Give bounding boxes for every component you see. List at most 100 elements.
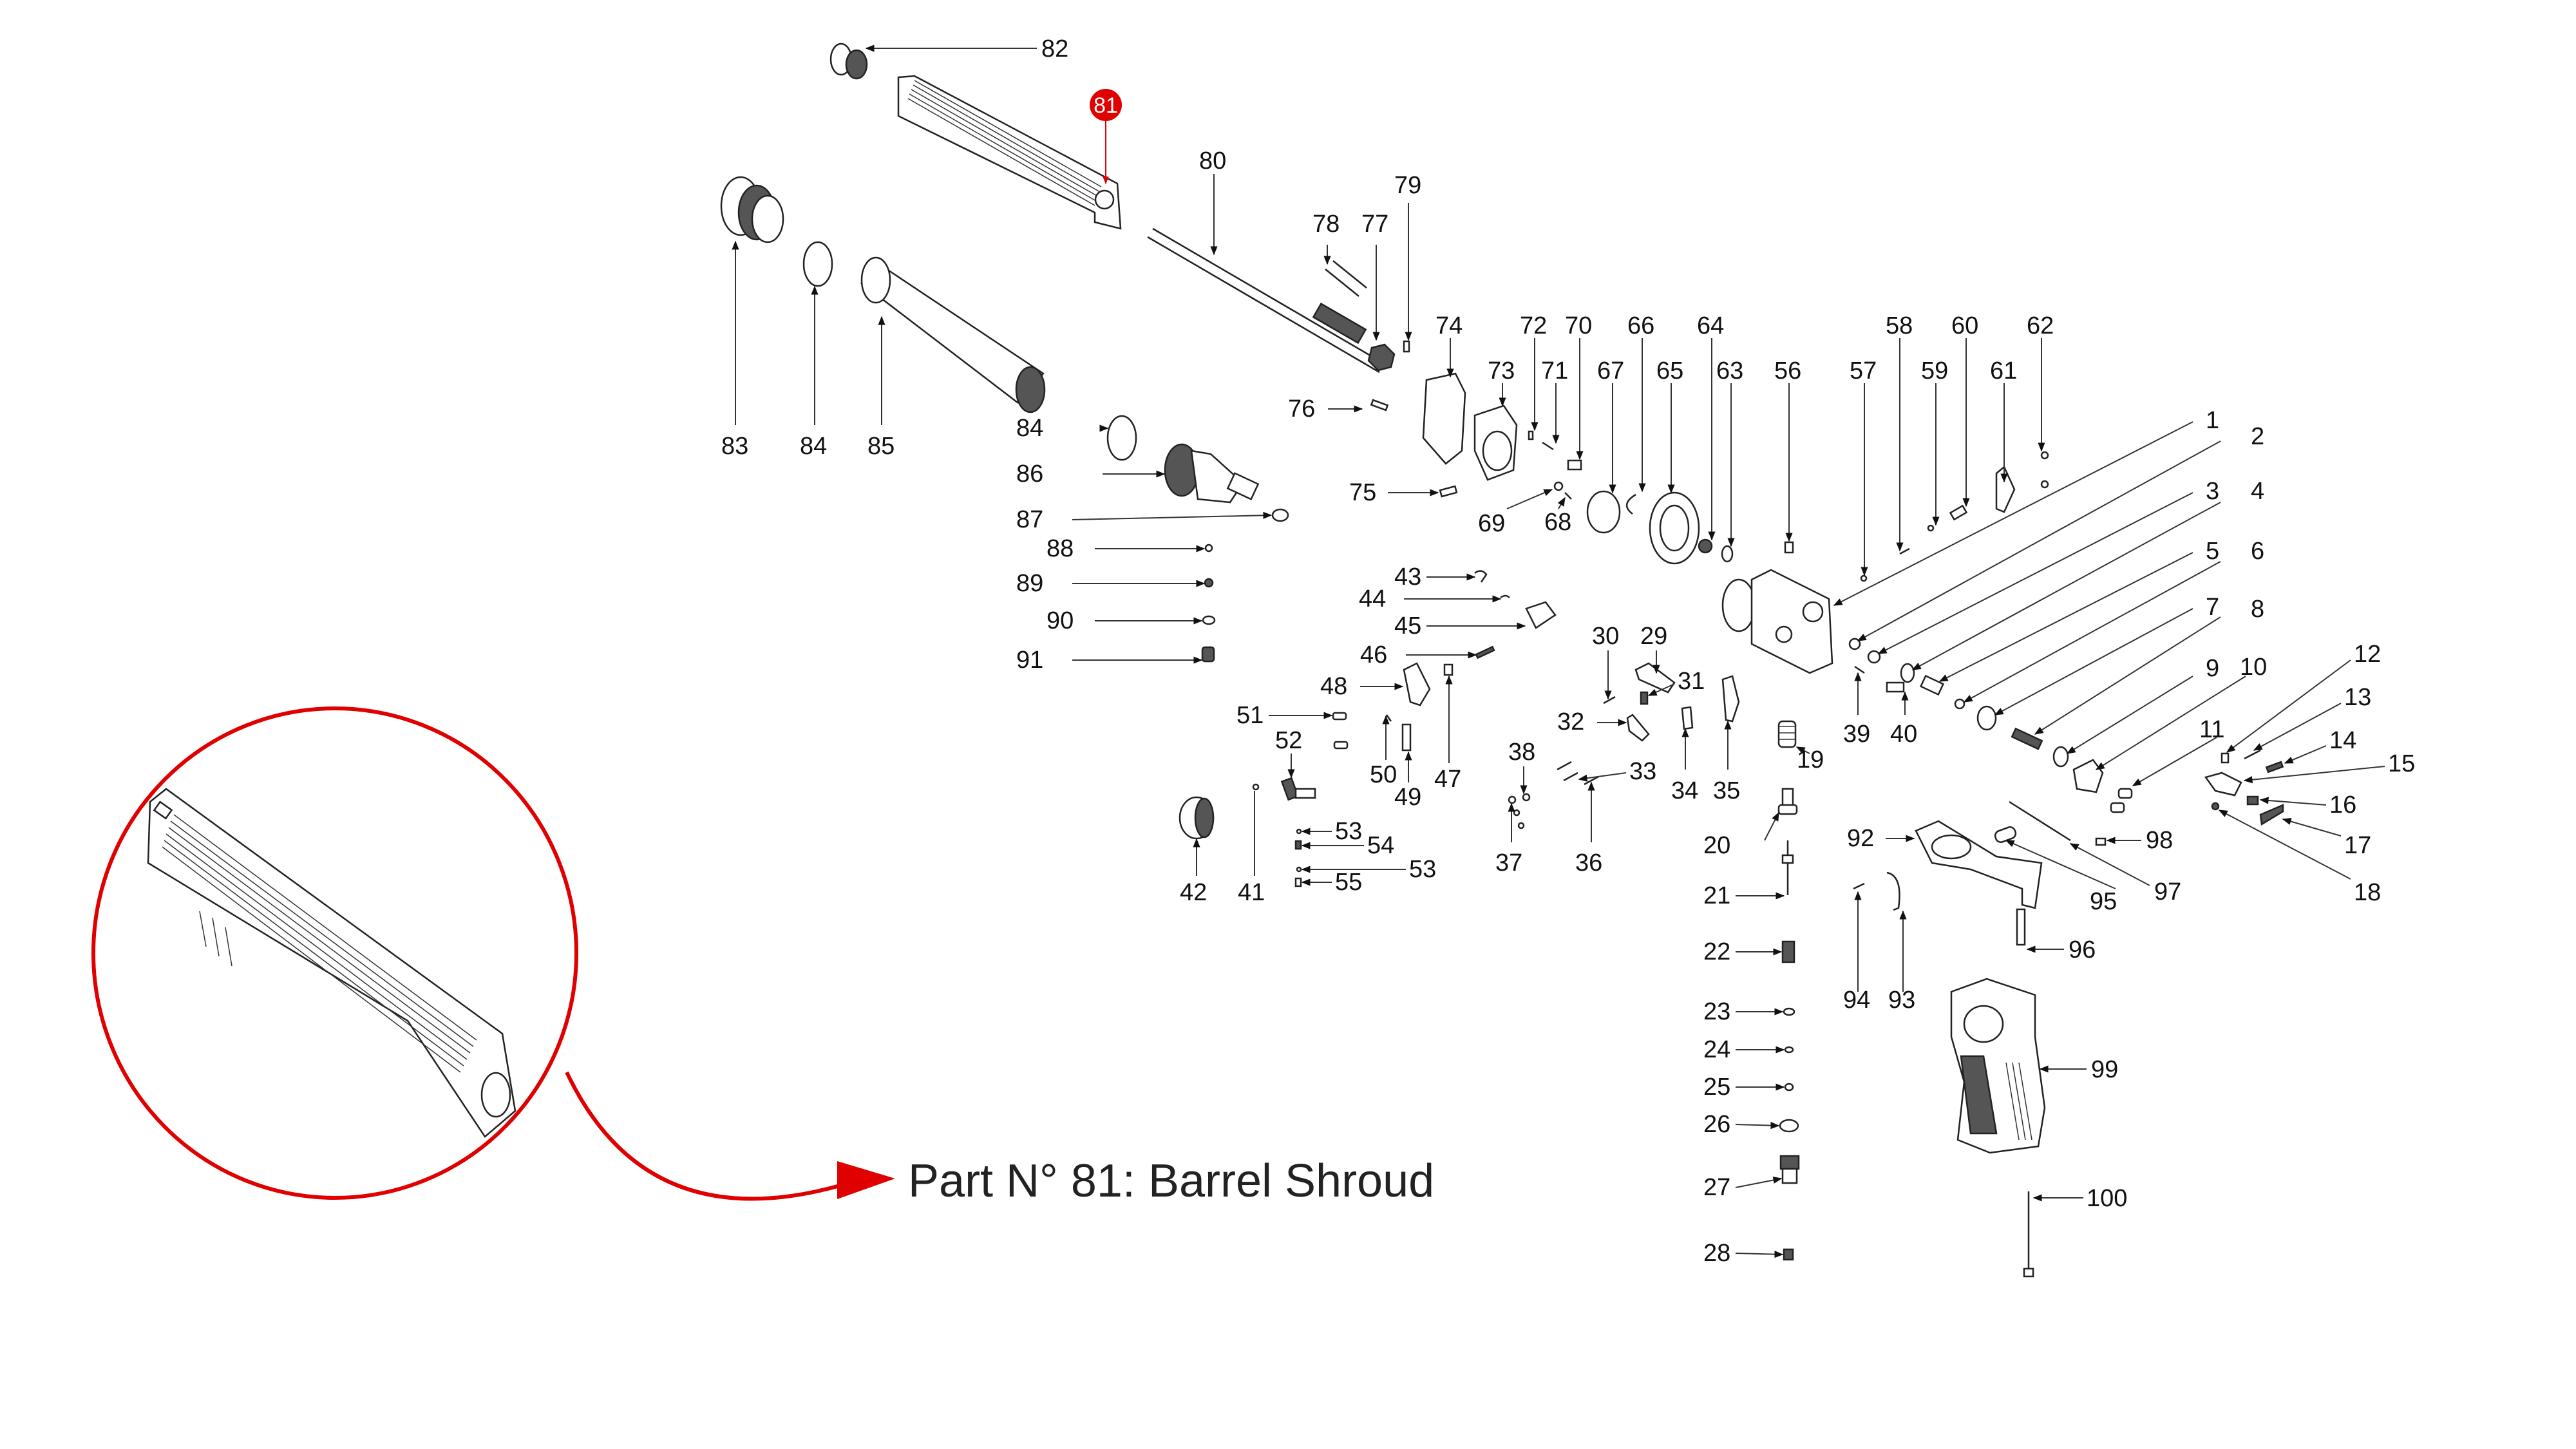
callout-1[interactable]: 1 <box>2206 407 2219 434</box>
callout-44[interactable]: 44 <box>1359 585 1386 612</box>
callout-78[interactable]: 78 <box>1312 211 1340 238</box>
callout-72[interactable]: 72 <box>1520 312 1547 339</box>
callout-96[interactable]: 96 <box>2069 936 2096 963</box>
callout-25[interactable]: 25 <box>1703 1074 1730 1101</box>
callout-73[interactable]: 73 <box>1488 357 1515 384</box>
callout-63[interactable]: 63 <box>1716 357 1743 384</box>
callout-79[interactable]: 79 <box>1394 172 1421 199</box>
callout-53[interactable]: 53 <box>1335 818 1362 845</box>
callout-87[interactable]: 87 <box>1016 506 1043 533</box>
callout-91[interactable]: 91 <box>1016 647 1043 674</box>
callout-56[interactable]: 56 <box>1774 357 1801 384</box>
callout-57[interactable]: 57 <box>1850 357 1877 384</box>
callout-17[interactable]: 17 <box>2344 832 2371 859</box>
callout-53-b[interactable]: 53 <box>1409 856 1436 883</box>
callout-98[interactable]: 98 <box>2146 827 2173 854</box>
callout-27[interactable]: 27 <box>1703 1174 1730 1201</box>
callout-66[interactable]: 66 <box>1627 312 1654 339</box>
callout-85[interactable]: 85 <box>867 433 895 460</box>
callout-69[interactable]: 69 <box>1478 510 1505 537</box>
callout-30[interactable]: 30 <box>1592 623 1619 650</box>
callout-33[interactable]: 33 <box>1629 758 1656 785</box>
callout-84-b[interactable]: 84 <box>1016 415 1043 442</box>
callout-49[interactable]: 49 <box>1394 784 1421 811</box>
callout-32[interactable]: 32 <box>1557 708 1584 735</box>
callout-34[interactable]: 34 <box>1671 777 1698 804</box>
callout-6[interactable]: 6 <box>2251 538 2264 565</box>
callout-65[interactable]: 65 <box>1656 357 1683 384</box>
callout-62[interactable]: 62 <box>2027 312 2054 339</box>
callout-51[interactable]: 51 <box>1236 702 1264 729</box>
highlight-badge-81[interactable]: 81 <box>1090 89 1122 185</box>
callout-45[interactable]: 45 <box>1394 612 1421 639</box>
callout-50[interactable]: 50 <box>1370 761 1397 788</box>
callout-89[interactable]: 89 <box>1016 570 1043 597</box>
callout-23[interactable]: 23 <box>1703 998 1730 1025</box>
callout-94[interactable]: 94 <box>1843 987 1870 1014</box>
callout-83[interactable]: 83 <box>721 433 748 460</box>
callout-13[interactable]: 13 <box>2344 684 2371 711</box>
callout-16[interactable]: 16 <box>2329 791 2356 819</box>
callout-59[interactable]: 59 <box>1921 357 1948 384</box>
callout-60[interactable]: 60 <box>1951 312 1978 339</box>
callout-68[interactable]: 68 <box>1544 509 1571 536</box>
callout-39[interactable]: 39 <box>1843 721 1870 748</box>
callout-38[interactable]: 38 <box>1508 739 1535 766</box>
callout-97[interactable]: 97 <box>2154 878 2181 905</box>
callout-95[interactable]: 95 <box>2090 888 2117 915</box>
callout-5[interactable]: 5 <box>2206 538 2219 565</box>
callout-84[interactable]: 84 <box>800 433 827 460</box>
callout-36[interactable]: 36 <box>1575 849 1602 876</box>
callout-70[interactable]: 70 <box>1565 312 1592 339</box>
callout-90[interactable]: 90 <box>1046 607 1074 634</box>
callout-100[interactable]: 100 <box>2087 1185 2127 1212</box>
callout-52[interactable]: 52 <box>1275 727 1302 754</box>
callout-80[interactable]: 80 <box>1199 147 1226 175</box>
callout-12[interactable]: 12 <box>2354 641 2381 668</box>
callout-10[interactable]: 10 <box>2240 654 2267 681</box>
callout-71[interactable]: 71 <box>1541 357 1568 384</box>
callout-42[interactable]: 42 <box>1180 879 1207 906</box>
callout-19[interactable]: 19 <box>1797 746 1824 773</box>
callout-99[interactable]: 99 <box>2091 1056 2118 1083</box>
callout-41[interactable]: 41 <box>1238 879 1265 906</box>
callout-21[interactable]: 21 <box>1703 882 1730 909</box>
callout-82[interactable]: 82 <box>1041 35 1068 62</box>
callout-8[interactable]: 8 <box>2251 596 2264 623</box>
callout-67[interactable]: 67 <box>1597 357 1624 384</box>
callout-40[interactable]: 40 <box>1890 721 1917 748</box>
callout-77[interactable]: 77 <box>1361 211 1388 238</box>
callout-61[interactable]: 61 <box>1990 357 2017 384</box>
callout-43[interactable]: 43 <box>1394 564 1421 591</box>
callout-35[interactable]: 35 <box>1713 777 1740 804</box>
callout-76[interactable]: 76 <box>1288 395 1315 422</box>
callout-88[interactable]: 88 <box>1046 535 1074 562</box>
callout-7[interactable]: 7 <box>2206 594 2219 621</box>
callout-2[interactable]: 2 <box>2251 423 2264 450</box>
callout-31[interactable]: 31 <box>1678 668 1705 695</box>
callout-24[interactable]: 24 <box>1703 1036 1730 1063</box>
callout-3[interactable]: 3 <box>2206 478 2219 505</box>
callout-55[interactable]: 55 <box>1335 869 1362 896</box>
callout-18[interactable]: 18 <box>2354 879 2381 906</box>
callout-46[interactable]: 46 <box>1360 641 1387 668</box>
callout-28[interactable]: 28 <box>1703 1240 1730 1267</box>
callout-26[interactable]: 26 <box>1703 1111 1730 1138</box>
callout-14[interactable]: 14 <box>2329 727 2356 754</box>
callout-11[interactable]: 11 <box>2199 716 2224 743</box>
callout-9[interactable]: 9 <box>2206 655 2219 682</box>
callout-22[interactable]: 22 <box>1703 938 1730 965</box>
callout-75[interactable]: 75 <box>1349 479 1376 506</box>
callout-93[interactable]: 93 <box>1888 987 1915 1014</box>
callout-47[interactable]: 47 <box>1434 766 1461 793</box>
callout-86[interactable]: 86 <box>1016 460 1043 488</box>
callout-29[interactable]: 29 <box>1640 623 1667 650</box>
callout-92[interactable]: 92 <box>1847 825 1874 852</box>
callout-37[interactable]: 37 <box>1495 849 1522 876</box>
part-81-barrel-shroud[interactable] <box>897 75 1122 230</box>
callout-4[interactable]: 4 <box>2251 478 2264 505</box>
callout-64[interactable]: 64 <box>1697 312 1724 339</box>
callout-15[interactable]: 15 <box>2388 750 2415 777</box>
callout-54[interactable]: 54 <box>1367 832 1394 859</box>
callout-20[interactable]: 20 <box>1703 832 1730 859</box>
